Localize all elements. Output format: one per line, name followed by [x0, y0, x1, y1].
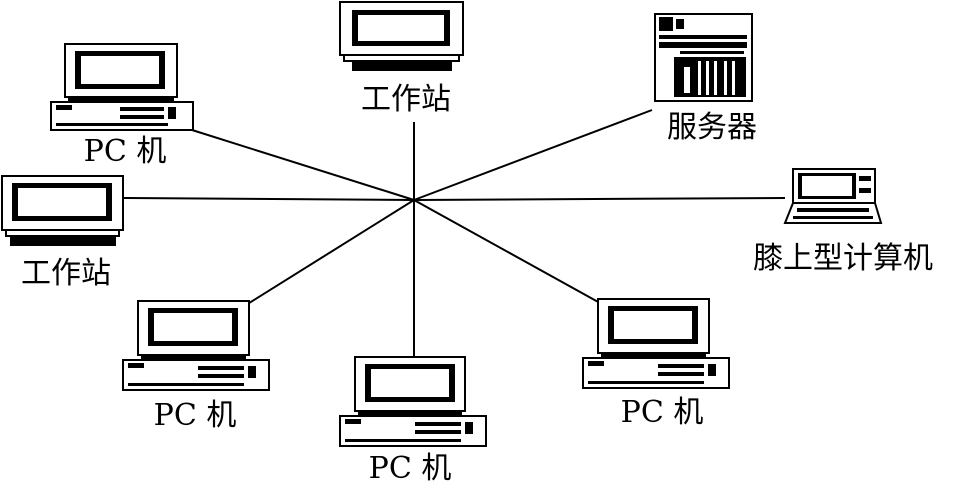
link-workstation-left [123, 197, 415, 201]
laptop-icon [783, 168, 883, 224]
link-server [413, 109, 653, 201]
label-pc-bottom-center: PC 机 [369, 451, 452, 486]
label-pc-bottom-right: PC 机 [621, 395, 704, 430]
workstation-monitor-icon [1, 175, 124, 246]
label-workstation-top: 工作站 [361, 82, 451, 117]
label-workstation-left: 工作站 [21, 256, 111, 291]
pc-computer-icon [339, 356, 487, 447]
link-pc-bottom-right [413, 199, 601, 304]
connection-lines [123, 109, 786, 358]
label-pc-bottom-left: PC 机 [154, 398, 237, 433]
link-pc-bottom-left [245, 199, 415, 306]
link-laptop [413, 197, 786, 201]
pc-computer-icon [122, 300, 270, 391]
pc-computer-icon [582, 298, 730, 389]
server-tower-icon [654, 13, 753, 102]
label-server: 服务器 [667, 110, 757, 145]
pc-computer-icon [50, 43, 194, 131]
label-pc-top-left: PC 机 [84, 134, 167, 169]
label-laptop: 膝上型计算机 [753, 241, 933, 276]
link-pc-top-left [191, 129, 415, 201]
workstation-monitor-icon [339, 1, 464, 71]
